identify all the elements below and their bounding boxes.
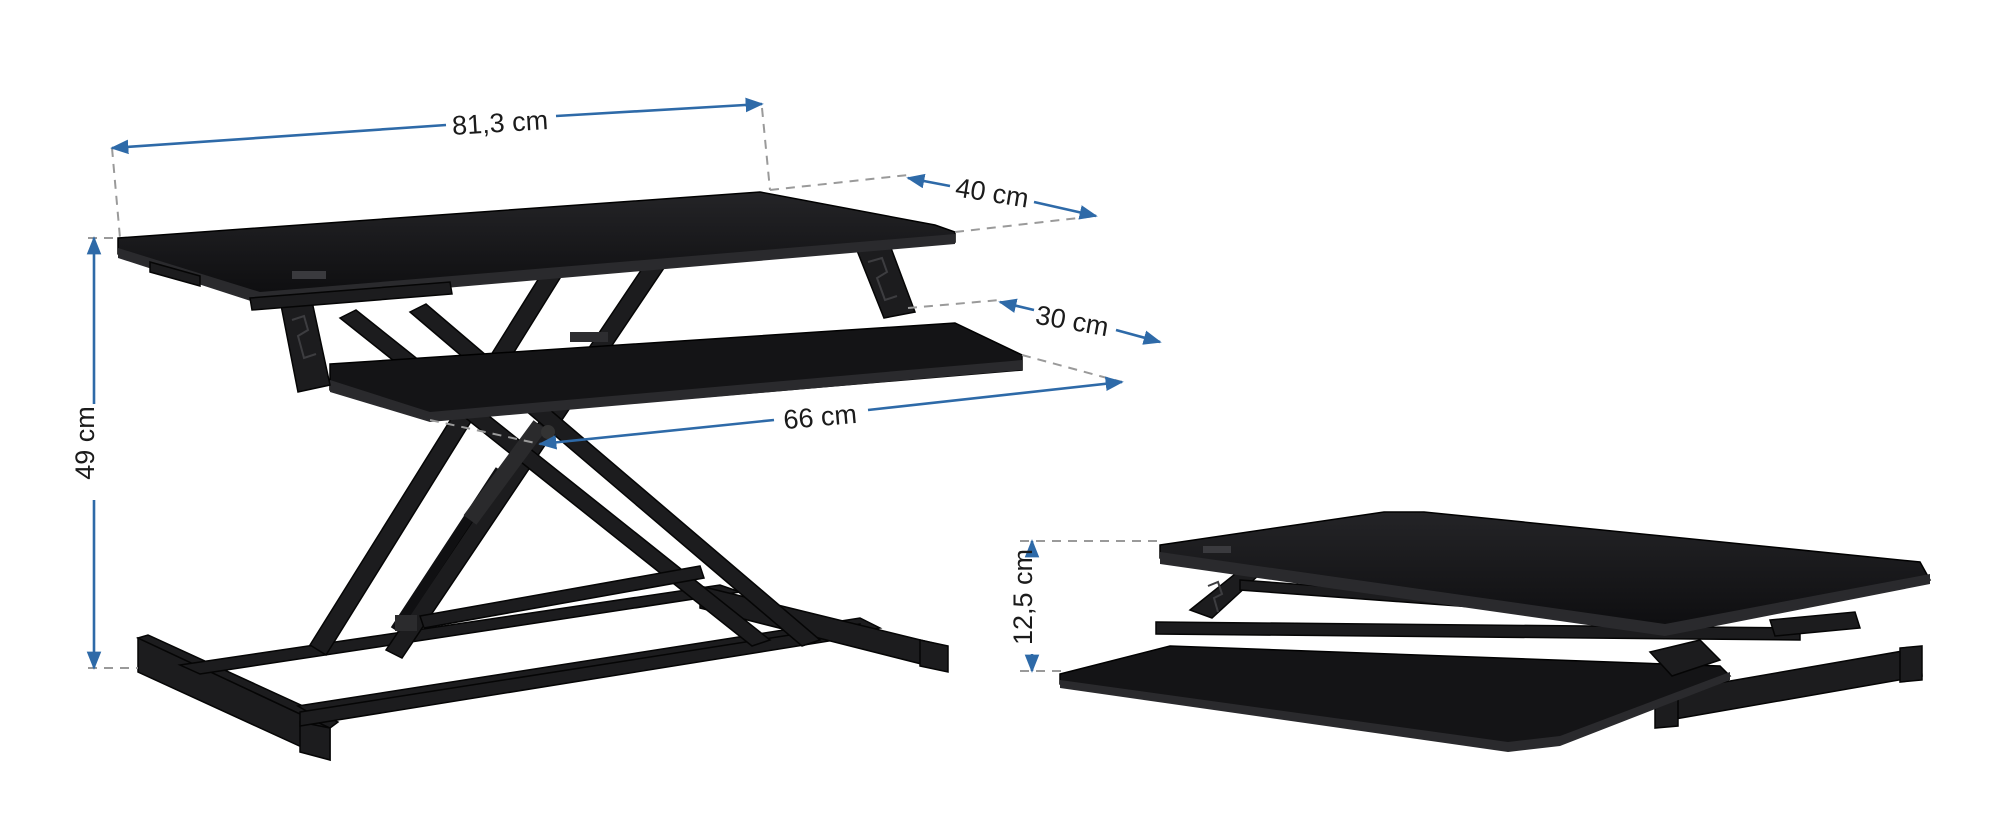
dimension-depth-top: 40 cm [906,172,1098,220]
lowered-desk-illustration [1059,511,1932,752]
guide-lines [88,107,1160,672]
dimension-label-width-keyboard: 66 cm [782,399,858,435]
dimension-label-height-min: 12,5 cm [1008,549,1038,645]
lowered-keyboard-tray [1059,645,1732,752]
dimension-label-height-max: 49 cm [70,406,100,480]
lowered-desktop [1159,511,1932,636]
side-brackets [279,239,917,393]
dimension-label-depth-keyboard: 30 cm [1033,300,1111,342]
dimension-width-top: 81,3 cm [110,97,764,155]
keyboard-tray [329,322,1023,422]
dimension-height-max: 49 cm [70,236,102,670]
base-frame [135,584,949,762]
dimension-label-width-top: 81,3 cm [451,105,549,141]
main-desktop [117,191,956,311]
dimension-height-min: 12,5 cm [1008,539,1040,673]
raised-desk-illustration [117,191,1023,762]
dimension-label-depth-top: 40 cm [953,172,1030,213]
dimension-depth-keyboard: 30 cm [998,298,1162,345]
dimension-width-keyboard: 66 cm [538,376,1124,450]
